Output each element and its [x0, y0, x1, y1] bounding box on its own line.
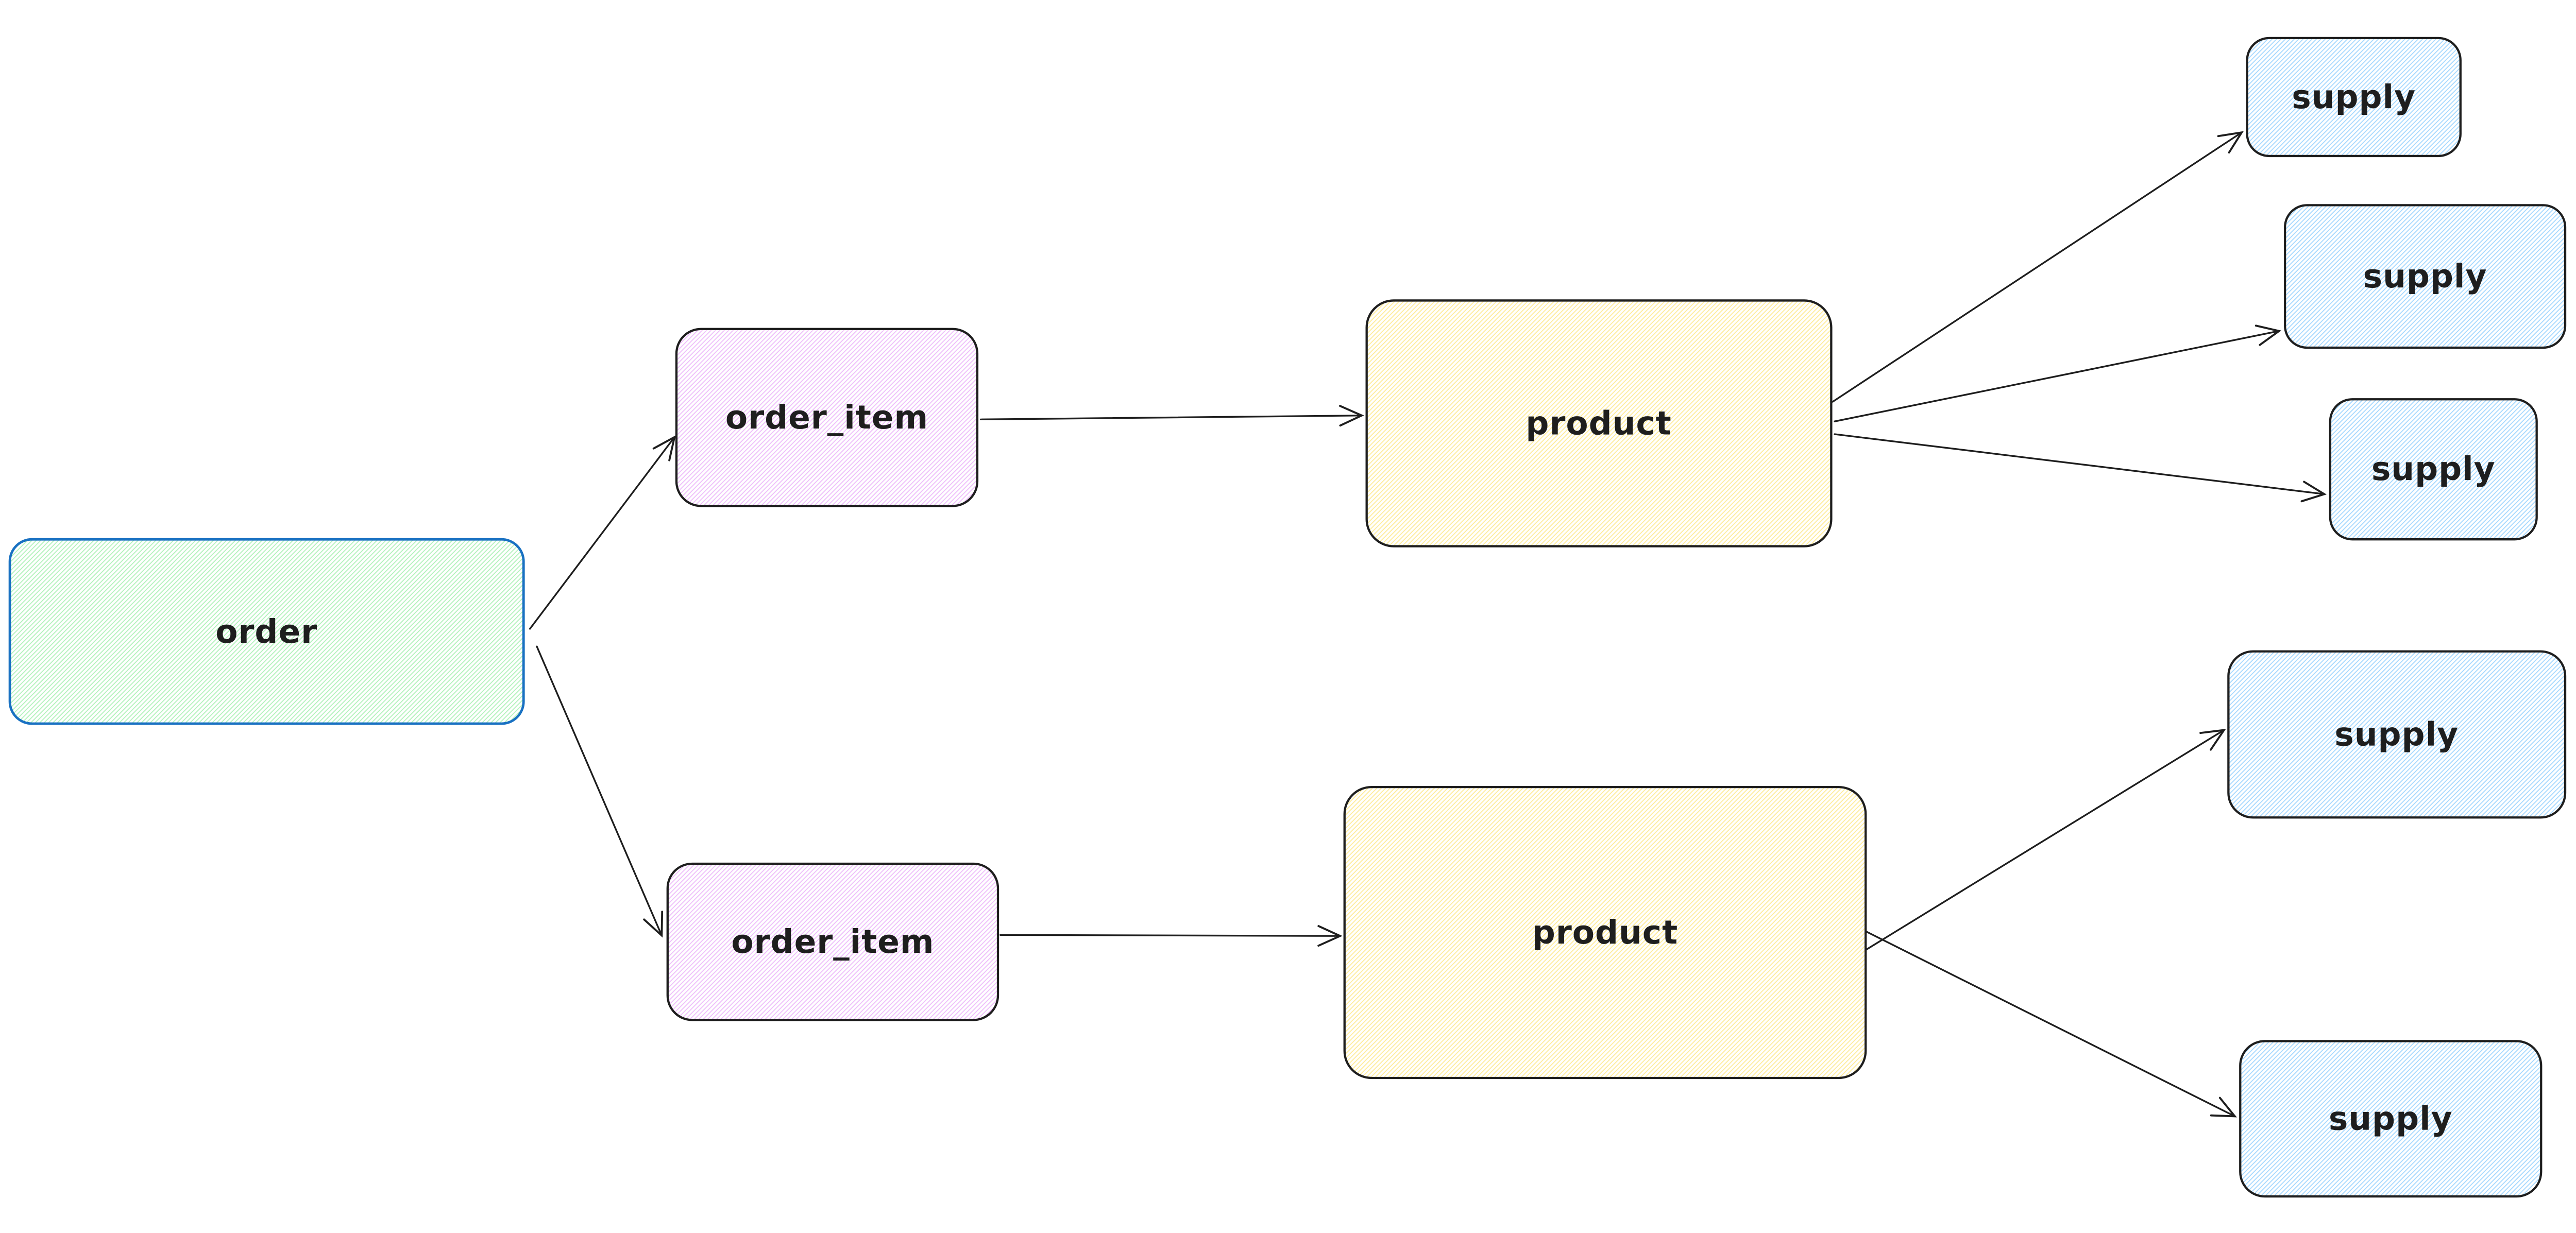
supply-5-label: supply [2329, 1100, 2453, 1138]
product-1-box[interactable] [1365, 299, 1833, 547]
node-order-item-1[interactable]: order_item [675, 328, 979, 507]
arrow-product-2-to-supply-4[interactable] [1865, 729, 2226, 951]
node-supply-5[interactable]: supply [2239, 1040, 2543, 1198]
arrow-product-1-to-supply-3[interactable] [1834, 433, 2327, 503]
supply-4-label: supply [2334, 716, 2459, 754]
node-product-2[interactable]: product [1343, 785, 1867, 1080]
product-1-label: product [1526, 405, 1671, 442]
node-supply-3[interactable]: supply [2329, 398, 2538, 541]
supply-3-box[interactable] [2329, 398, 2538, 541]
arrow-product-1-to-supply-1[interactable] [1832, 131, 2244, 403]
arrow-product-1-to-supply-2[interactable] [1834, 324, 2282, 422]
order-label: order [215, 613, 317, 650]
order-item-2-box[interactable] [666, 862, 999, 1021]
node-product-1[interactable]: product [1365, 299, 1833, 547]
node-supply-4[interactable]: supply [2227, 650, 2567, 819]
supply-2-label: supply [2363, 258, 2487, 295]
order-box[interactable] [8, 538, 525, 725]
arrow-order-item-2-to-product-2[interactable] [999, 925, 1343, 947]
supply-5-box[interactable] [2239, 1040, 2543, 1198]
arrow-product-2-to-supply-5[interactable] [1865, 930, 2237, 1118]
supply-4-box[interactable] [2227, 650, 2567, 819]
supply-1-label: supply [2292, 78, 2416, 116]
arrow-order-item-1-to-product-1[interactable] [979, 405, 1364, 427]
order-item-2-label: order_item [731, 923, 934, 961]
product-2-box[interactable] [1343, 785, 1867, 1080]
node-order[interactable]: order [8, 538, 525, 725]
supply-1-box[interactable] [2246, 37, 2462, 158]
arrow-order-to-order-item-2[interactable] [536, 645, 664, 938]
supply-3-label: supply [2371, 450, 2496, 488]
arrow-order-to-order-item-1[interactable] [529, 435, 676, 630]
order-item-1-box[interactable] [675, 328, 979, 507]
node-supply-2[interactable]: supply [2283, 204, 2567, 349]
supply-2-box[interactable] [2283, 204, 2567, 349]
product-2-label: product [1532, 914, 1678, 951]
nodes-layer: order order_item order_item product prod… [8, 37, 2567, 1198]
order-item-1-label: order_item [725, 399, 928, 436]
edges-layer [529, 131, 2327, 1118]
node-order-item-2[interactable]: order_item [666, 862, 999, 1021]
node-supply-1[interactable]: supply [2246, 37, 2462, 158]
